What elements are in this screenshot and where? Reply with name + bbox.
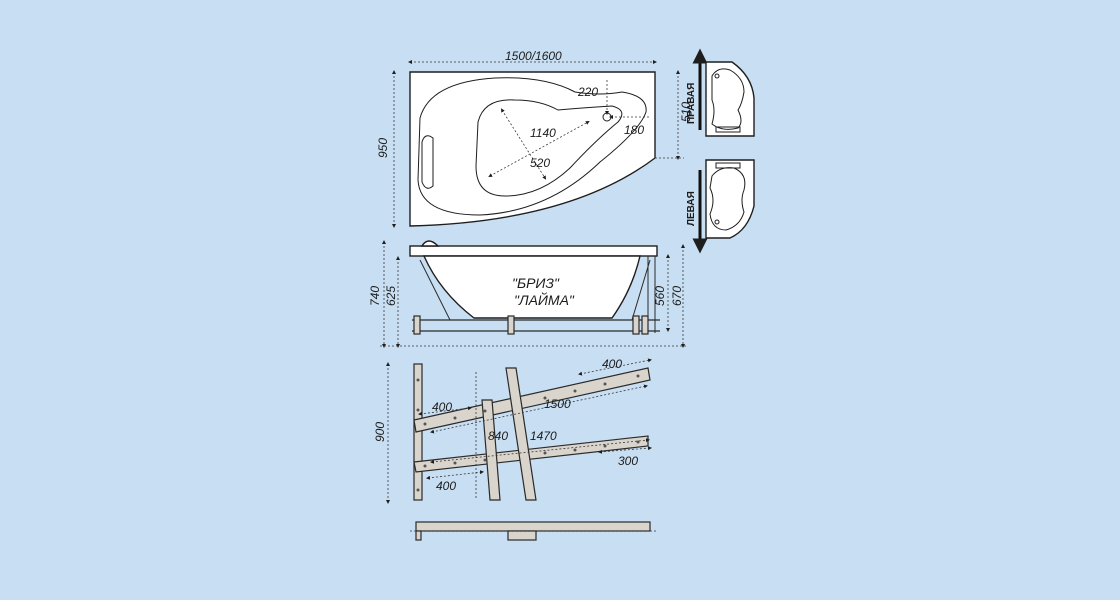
frame-profile-view [410,521,656,541]
dim-cross-label: 840 [488,429,508,443]
leg-left [413,315,421,335]
dim-inner-width-label: 520 [530,156,550,170]
headrest-bump [420,240,440,247]
leg-right-a [632,315,640,335]
variant-right-label: ПРАВАЯ [686,83,697,124]
frame-view: 900 400 400 1500 840 1470 300 400 [373,357,652,504]
dim-inner-length-label: 1140 [530,126,556,140]
dim-frame-height-label: 900 [373,422,387,442]
frame-profile-block [507,530,537,541]
tub-rim [409,245,658,257]
model-name-primary: "БРИЗ" [512,275,560,291]
frame-diagonal-right [631,259,651,321]
tub-top-outline [409,71,656,227]
dim-drain-offset-label: 220 [577,85,598,99]
frame-diagonal-left [419,259,451,321]
dim-height-label: 950 [376,138,390,158]
leg-middle [507,315,515,335]
leg-right-b [641,315,649,335]
frame-profile-leg-left [415,530,422,541]
tub-top-inner-basin [475,99,623,197]
variant-right: ПРАВАЯ [686,48,755,137]
top-view: 1500/1600 950 510 220 180 1140 520 [376,49,693,228]
dim-bar-top-right-label: 400 [602,357,622,371]
dim-bar-bottom-right-label: 300 [618,454,638,468]
dim-bar-bottom-left-label: 400 [436,479,456,493]
dim-long-bar-top-label: 1500 [544,397,571,411]
headrest-icon [421,135,434,189]
side-view: "БРИЗ" "ЛАЙМА" 740 625 560 670 [368,240,688,348]
dim-width-label: 1500/1600 [505,49,562,63]
variant-left-label: ЛЕВАЯ [686,191,697,226]
model-name-secondary: "ЛАЙМА" [514,291,575,308]
variant-left: ЛЕВАЯ [686,159,755,254]
frame-profile-bar [415,521,651,532]
dim-inner-depth-label: 560 [653,286,667,306]
dim-leg-height-label: 670 [670,286,684,306]
dim-bar-top-left-label: 400 [432,400,452,414]
tub-side-body [422,255,641,319]
dim-long-bar-bottom-label: 1470 [530,429,557,443]
dim-total-height-label: 740 [368,286,382,306]
variant-left-outline [705,159,755,239]
dim-rim-height-label: 625 [384,286,398,306]
tub-top-outer-basin [417,77,647,216]
variant-right-outline [705,61,755,137]
frame-cross-bar-b [481,399,501,501]
dim-right-height-label: 510 [679,102,693,122]
dim-drain-side-label: 180 [624,123,644,137]
